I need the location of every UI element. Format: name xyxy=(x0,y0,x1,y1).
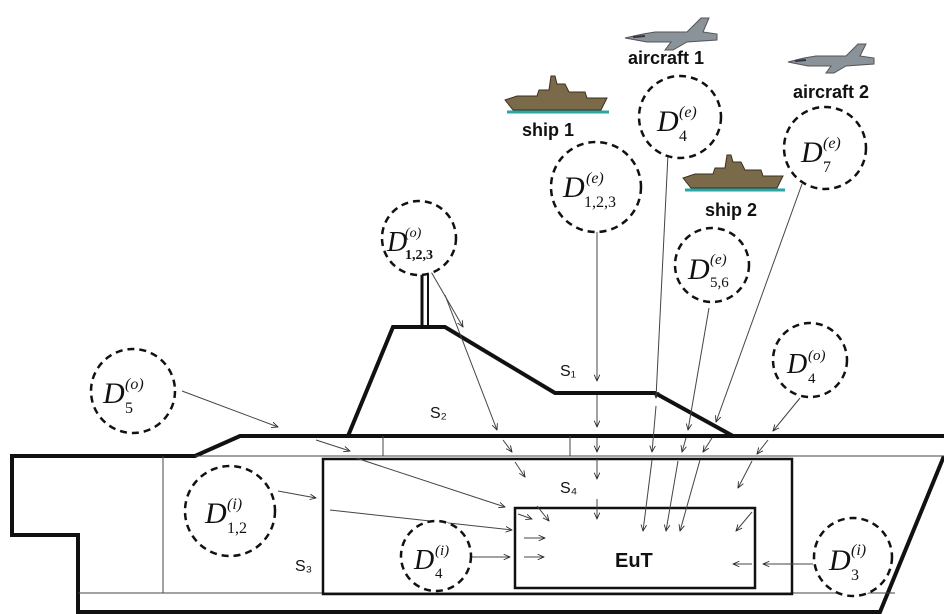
d123e-sup: (e) xyxy=(586,170,604,187)
label-s3: S₃ xyxy=(295,558,312,575)
d56e-sub: 5,6 xyxy=(710,275,729,291)
label-s1: S₁ xyxy=(560,363,576,380)
d123o-symbol: D xyxy=(386,227,407,258)
ship-icon xyxy=(504,75,609,114)
aircraft-icon xyxy=(787,43,875,74)
circle-d5o: D 5 (o) xyxy=(89,347,177,435)
d3i-sub: 3 xyxy=(851,567,859,584)
d56e-symbol: D xyxy=(687,253,710,286)
label-aircraft-1: aircraft 1 xyxy=(628,48,704,68)
d5o-symbol: D xyxy=(102,377,125,410)
d3i-symbol: D xyxy=(828,544,851,577)
d12i-symbol: D xyxy=(204,497,227,530)
d123o-sup: (o) xyxy=(405,226,422,241)
d123e-symbol: D xyxy=(562,171,585,204)
circle-d12i: D 1,2 (i) xyxy=(183,464,277,558)
d4o-symbol: D xyxy=(786,349,807,380)
d7e-symbol: D xyxy=(800,136,823,169)
ship-hull xyxy=(10,255,944,614)
d12i-sub: 1,2 xyxy=(227,520,247,537)
circle-d3i: D 3 (i) xyxy=(812,516,894,598)
d123o-sub: 1,2,3 xyxy=(405,248,433,263)
d4o-sup: (o) xyxy=(808,348,826,364)
circle-d4o: D 4 (o) xyxy=(771,321,849,399)
d4o-sub: 4 xyxy=(808,371,816,387)
eut-box xyxy=(513,506,757,590)
ship-icon xyxy=(682,154,785,192)
compartment-s3 xyxy=(321,457,794,596)
label-aircraft-2: aircraft 2 xyxy=(793,82,869,102)
label-ship-1: ship 1 xyxy=(522,120,574,140)
label-s4: S₄ xyxy=(560,480,577,497)
d4e-sub: 4 xyxy=(679,128,687,145)
d4e-sup: (e) xyxy=(679,104,697,121)
d7e-sup: (e) xyxy=(823,135,841,152)
d4i-sup: (i) xyxy=(435,543,449,559)
label-eut: EuT xyxy=(615,550,653,572)
circle-d56e: D 5,6 (e) xyxy=(673,226,751,304)
d12i-sup: (i) xyxy=(227,496,242,513)
d4e-symbol: D xyxy=(656,105,679,138)
d4i-symbol: D xyxy=(413,545,434,576)
circle-d4e: D 4 (e) xyxy=(637,74,723,160)
aircraft-icon xyxy=(624,17,718,51)
circle-d7e: D 7 (e) xyxy=(782,105,868,191)
circle-d123o: D 1,2,3 (o) xyxy=(380,199,458,277)
d7e-sub: 7 xyxy=(823,159,831,176)
d56e-sup: (e) xyxy=(710,252,727,268)
label-s2: S₂ xyxy=(430,405,447,422)
d5o-sup: (o) xyxy=(125,376,144,393)
d4i-sub: 4 xyxy=(435,566,443,582)
circle-d123e: D 1,2,3 (e) xyxy=(549,140,643,234)
circle-d4i: D 4 (i) xyxy=(399,519,473,593)
coupling-arrows xyxy=(181,153,813,564)
d3i-sup: (i) xyxy=(851,542,866,559)
label-ship-2: ship 2 xyxy=(705,200,757,220)
d5o-sub: 5 xyxy=(125,400,133,417)
d123e-sub: 1,2,3 xyxy=(584,194,616,211)
